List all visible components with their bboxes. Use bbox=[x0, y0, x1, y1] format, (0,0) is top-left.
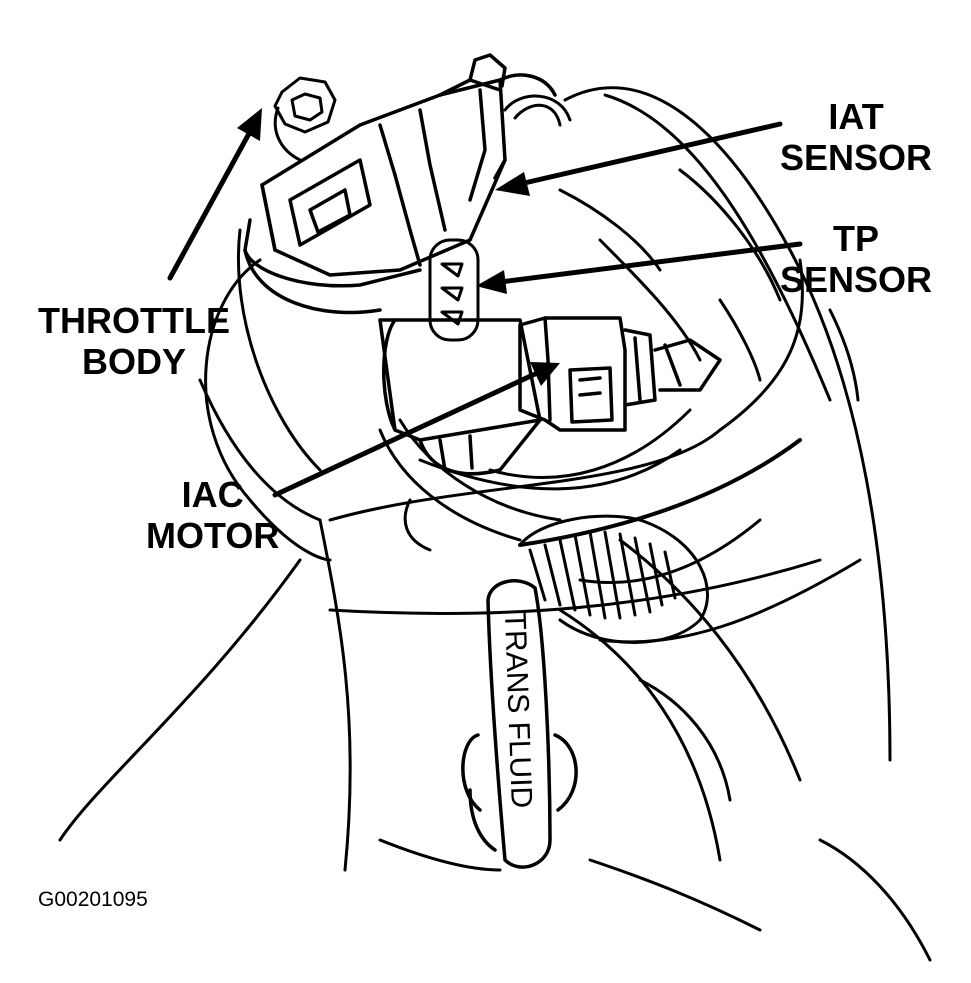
throttle-body-arrow bbox=[167, 108, 262, 281]
ribbed-hose bbox=[518, 514, 709, 644]
housing-outlines bbox=[58, 86, 932, 962]
throttle-body-casting bbox=[243, 218, 542, 476]
iat-wire bbox=[503, 94, 572, 127]
dipstick-handle bbox=[461, 579, 578, 869]
iac-motor-label: IAC MOTOR bbox=[146, 474, 279, 556]
leader-arrows bbox=[167, 108, 803, 498]
dipstick-label: TRANS FLUID bbox=[498, 611, 538, 809]
throttle-body-label-line1: THROTTLE bbox=[38, 300, 230, 341]
tp-sensor-label-line1: TP bbox=[833, 218, 880, 259]
tp-sensor-label-line2: SENSOR bbox=[780, 259, 933, 300]
iac-motor-label-line2: MOTOR bbox=[146, 515, 280, 556]
tp-connector bbox=[428, 238, 480, 342]
figure-id: G00201095 bbox=[38, 888, 148, 911]
iac-connector bbox=[518, 316, 722, 432]
iat-sensor-label-line1: IAT bbox=[828, 96, 884, 137]
iat-sensor-arrow bbox=[495, 121, 783, 196]
iat-connector bbox=[260, 53, 557, 277]
iat-sensor-label-line2: SENSOR bbox=[780, 137, 933, 178]
iac-motor-arrow bbox=[272, 362, 560, 498]
throttle-body-label: THROTTLE BODY bbox=[38, 300, 230, 382]
tp-sensor-arrow bbox=[476, 241, 803, 294]
throttle-body-label-line2: BODY bbox=[81, 341, 186, 382]
iat-sensor-label: IAT SENSOR bbox=[780, 96, 932, 178]
tp-sensor-label: TP SENSOR bbox=[780, 218, 932, 300]
flange-bolt bbox=[273, 76, 337, 162]
iac-motor-label-line1: IAC bbox=[181, 474, 244, 515]
